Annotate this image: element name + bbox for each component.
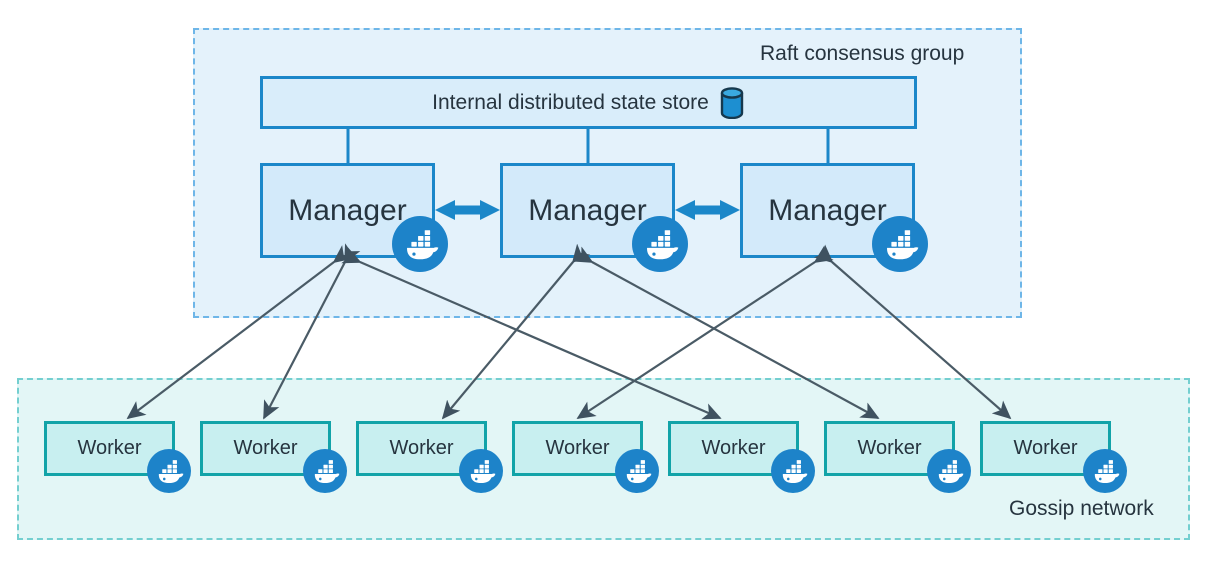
worker-node-3[interactable]: Worker: [356, 421, 487, 476]
worker-3-docker-badge: [459, 449, 503, 493]
worker-node-3-label: Worker: [389, 437, 454, 459]
docker-whale-icon: [927, 449, 971, 493]
state-store-content: Internal distributed state store: [432, 86, 745, 119]
worker-4-docker-badge: [615, 449, 659, 493]
manager-node-3[interactable]: Manager: [740, 163, 915, 258]
docker-whale-icon: [615, 449, 659, 493]
worker-7-docker-badge: [1083, 449, 1127, 493]
worker-node-7-label: Worker: [1013, 437, 1078, 459]
manager-3-docker-badge: [872, 216, 928, 272]
gossip-network-label: Gossip network: [1009, 497, 1154, 520]
raft-consensus-group-label: Raft consensus group: [760, 42, 965, 65]
worker-2-docker-badge: [303, 449, 347, 493]
docker-whale-icon: [1083, 449, 1127, 493]
manager-node-1-label: Manager: [288, 193, 407, 227]
docker-whale-icon: [771, 449, 815, 493]
docker-whale-icon: [459, 449, 503, 493]
docker-whale-icon: [872, 216, 928, 272]
manager-node-3-label: Manager: [768, 193, 887, 227]
docker-whale-icon: [392, 216, 448, 272]
worker-node-2-label: Worker: [233, 437, 298, 459]
worker-node-5[interactable]: Worker: [668, 421, 799, 476]
worker-node-6-label: Worker: [857, 437, 922, 459]
worker-node-5-label: Worker: [701, 437, 766, 459]
worker-node-4[interactable]: Worker: [512, 421, 643, 476]
worker-6-docker-badge: [927, 449, 971, 493]
worker-node-1-label: Worker: [77, 437, 142, 459]
manager-1-docker-badge: [392, 216, 448, 272]
state-store-label: Internal distributed state store: [432, 90, 709, 114]
manager-2-docker-badge: [632, 216, 688, 272]
worker-1-docker-badge: [147, 449, 191, 493]
docker-whale-icon: [303, 449, 347, 493]
worker-node-7[interactable]: Worker: [980, 421, 1111, 476]
worker-node-4-label: Worker: [545, 437, 610, 459]
manager-node-2-label: Manager: [528, 193, 647, 227]
docker-whale-icon: [147, 449, 191, 493]
database-icon: [720, 86, 744, 119]
docker-whale-icon: [632, 216, 688, 272]
internal-distributed-state-store[interactable]: Internal distributed state store: [260, 76, 917, 129]
worker-5-docker-badge: [771, 449, 815, 493]
